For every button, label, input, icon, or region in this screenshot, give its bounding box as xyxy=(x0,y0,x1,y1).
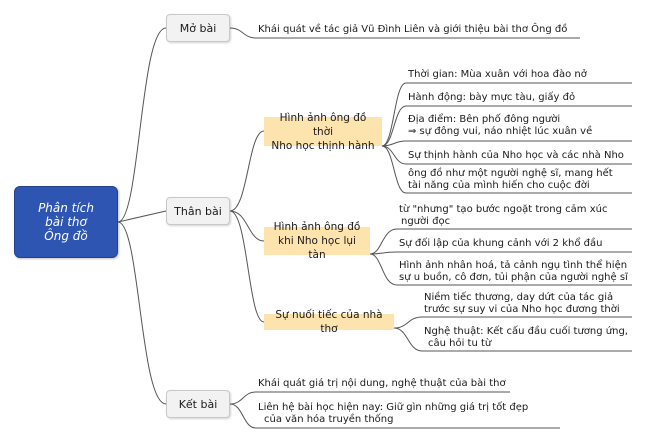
leaf-text: Niềm tiếc thương, day dứt của tác giả xyxy=(424,292,614,303)
leaf-text: Nghệ thuật: Kết cấu đầu cuối tương ứng, xyxy=(424,326,628,337)
leaf-text-2: của văn hóa truyền thống xyxy=(264,414,394,425)
connector-root-ket-bai xyxy=(117,221,167,405)
node-sub2-line-2: khi Nho học lụi tàn xyxy=(278,235,356,261)
leaf-text-2: câu hỏi tu từ xyxy=(428,338,492,349)
leaf-text: Khái quát giá trị nội dung, nghệ thuật c… xyxy=(258,378,506,389)
leaf-text: Thời gian: Mùa xuân với hoa đào nở xyxy=(408,69,587,80)
leaf-text-2: sự u buồn, cô đơn, tủi phận của người ng… xyxy=(399,272,628,283)
node-than-bai-label: Thân bài xyxy=(174,204,222,218)
node-than-bai: Thân bài xyxy=(166,197,230,225)
leaf-text-2: ⇒ sự đông vui, náo nhiệt lúc xuân về xyxy=(408,126,593,137)
connector-root-than-bai xyxy=(117,210,167,223)
leaf-ket-bai-1: Khái quát giá trị nội dung, nghệ thuật c… xyxy=(258,378,506,390)
leaf-sub1-3: Địa điểm: Bên phố đông người ⇒ sự đông v… xyxy=(408,114,592,138)
leaf-sub1-2: Hành động: bày mực tàu, giấy đỏ xyxy=(408,92,575,104)
leaf-sub1-1: Thời gian: Mùa xuân với hoa đào nở xyxy=(408,69,587,81)
leaf-text: Địa điểm: Bên phố đông người xyxy=(408,114,561,125)
leaf-text: Hành động: bày mực tàu, giấy đỏ xyxy=(408,92,576,103)
leaf-text: Hình ảnh nhân hoá, tả cảnh ngụ tình thể … xyxy=(399,260,628,271)
leaf-text: ông đồ như một người nghệ sĩ, mang hết xyxy=(408,168,613,179)
leaf-sub2-3: Hình ảnh nhân hoá, tả cảnh ngụ tình thể … xyxy=(399,260,628,284)
root-node: Phân tích bài thơ Ông đồ xyxy=(14,186,118,258)
leaf-sub3-2: Nghệ thuật: Kết cấu đầu cuối tương ứng, … xyxy=(424,326,628,350)
node-sub3: Sự nuối tiếc của nhà thơ xyxy=(264,309,394,335)
leaf-text-2: người đọc xyxy=(401,216,451,227)
node-ket-bai-label: Kết bài xyxy=(178,397,218,411)
root-line-1: Phân tích xyxy=(38,201,94,215)
node-mo-bai: Mở bài xyxy=(166,14,230,42)
leaf-mo-bai-1: Khái quát về tác giả Vũ Đình Liên và giớ… xyxy=(258,24,567,36)
root-line-3: Ông đồ xyxy=(44,229,88,243)
leaf-text: từ "nhưng" tạo bước ngoặt trong cảm xúc xyxy=(399,204,608,215)
node-sub2: Hình ảnh ông đồ khi Nho học lụi tàn xyxy=(264,221,370,261)
node-mo-bai-label: Mở bài xyxy=(179,21,217,35)
node-sub3-label: Sự nuối tiếc của nhà thơ xyxy=(275,309,383,335)
node-ket-bai: Kết bài xyxy=(166,390,230,418)
leaf-text: Sự thịnh hành của Nho học và các nhà Nho xyxy=(408,150,624,161)
node-sub2-line-1: Hình ảnh ông đồ xyxy=(273,221,361,233)
leaf-text-2: trước sự suy vi của Nho học đương thời xyxy=(424,304,620,315)
leaf-sub2-1: từ "nhưng" tạo bước ngoặt trong cảm xúc … xyxy=(399,204,607,228)
leaf-text-2: tài năng của mình hiến cho cuộc đời xyxy=(408,180,590,191)
connector-root-mo-bai xyxy=(117,27,167,223)
leaf-sub2-2: Sự đối lập của khung cảnh với 2 khổ đầu xyxy=(399,238,602,250)
leaf-text: Khái quát về tác giả Vũ Đình Liên và giớ… xyxy=(258,24,568,35)
leaf-sub3-1: Niềm tiếc thương, day dứt của tác giả tr… xyxy=(424,292,620,316)
leaf-text: Sự đối lập của khung cảnh với 2 khổ đầu xyxy=(399,238,603,249)
leaf-ket-bai-2: Liên hệ bài học hiện nay: Giữ gìn những … xyxy=(258,402,528,426)
root-line-2: bài thơ xyxy=(45,215,87,229)
node-sub1: Hình ảnh ông đồ thời Nho học thịnh hành xyxy=(264,112,382,152)
node-sub1-line-2: Nho học thịnh hành xyxy=(271,139,375,152)
leaf-sub1-5: ông đồ như một người nghệ sĩ, mang hết t… xyxy=(408,168,613,192)
leaf-text: Liên hệ bài học hiện nay: Giữ gìn những … xyxy=(258,402,529,413)
node-sub1-line-1: Hình ảnh ông đồ thời xyxy=(279,111,367,138)
leaf-sub1-4: Sự thịnh hành của Nho học và các nhà Nho xyxy=(408,150,624,162)
